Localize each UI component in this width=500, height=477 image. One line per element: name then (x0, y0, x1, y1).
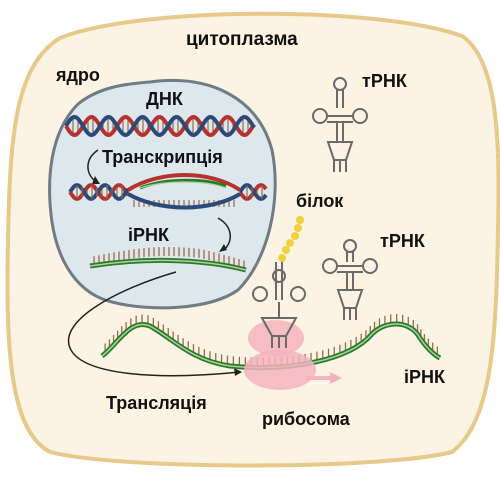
translation-arrowhead (234, 368, 242, 376)
label-trna-middle: тРНК (380, 231, 425, 251)
label-mrna-cytoplasm: іРНК (404, 367, 445, 387)
transcription-arrow (87, 149, 99, 183)
mrna-export-arrowhead (219, 244, 227, 252)
label-transcription: Транскрипція (102, 147, 223, 167)
transcription-arrowhead (92, 176, 100, 184)
dna-double-helix (64, 114, 256, 138)
label-nucleus: ядро (56, 65, 100, 85)
nucleus-envelope (48, 79, 277, 310)
translation-arrow (67, 271, 241, 377)
trna-free-top (312, 77, 368, 172)
transcription-bubble (68, 173, 268, 210)
trna-bound (252, 262, 306, 348)
mrna-strand-nucleus (89, 247, 247, 273)
protein-chain (278, 216, 304, 262)
trna-free-middle (322, 239, 378, 320)
label-mrna-nucleus: іРНК (128, 225, 169, 245)
label-trna-top: тРНК (362, 71, 407, 91)
label-cytoplasm: цитоплазма (186, 29, 298, 50)
label-protein: білок (296, 191, 344, 211)
mrna-export-arrow (217, 217, 231, 251)
label-ribosome: рибосома (262, 409, 350, 429)
label-translation: Трансляція (106, 393, 207, 413)
label-dna: ДНК (146, 89, 183, 109)
